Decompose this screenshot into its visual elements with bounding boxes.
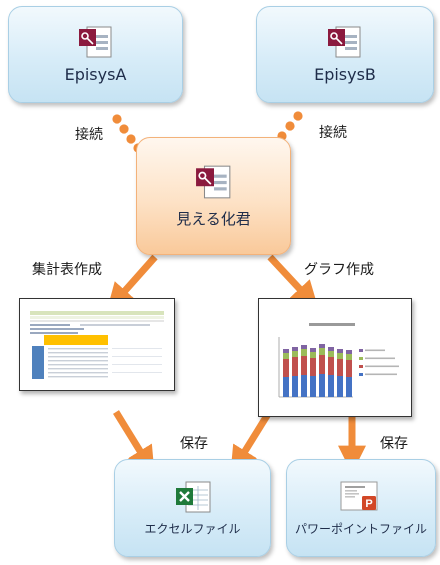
mierukakun-node: 見える化君 — [136, 137, 291, 255]
access-db-icon — [195, 165, 230, 198]
spreadsheet-thumbnail — [19, 298, 175, 391]
connect-b-label: 接続 — [319, 125, 347, 141]
save-a-label: 保存 — [180, 436, 208, 452]
excel-file-icon — [175, 481, 210, 512]
connect-a-label: 接続 — [75, 127, 103, 143]
access-db-icon — [78, 26, 111, 58]
mierukakun-label: 見える化君 — [176, 209, 251, 228]
stacked-bar-chart-preview-icon — [259, 299, 411, 416]
episys-a-node: EpisysA — [8, 6, 183, 103]
chart-thumbnail — [258, 298, 412, 417]
svg-text:P: P — [365, 498, 372, 510]
arrow-graph-to-excel — [230, 412, 271, 475]
episys-a-label: EpisysA — [64, 65, 127, 84]
arrow-to-graph — [267, 254, 319, 310]
aggregate-label: 集計表作成 — [32, 262, 102, 278]
powerpoint-file-icon: P — [340, 481, 378, 510]
episys-b-label: EpisysB — [314, 65, 376, 84]
powerpoint-file-node: P パワーポイントファイル — [286, 459, 436, 557]
arrow-table-to-excel — [113, 410, 155, 475]
powerpoint-file-label: パワーポイントファイル — [294, 521, 427, 536]
access-db-icon — [328, 26, 361, 58]
episys-b-node: EpisysB — [256, 6, 434, 103]
spreadsheet-preview-icon — [20, 299, 174, 390]
excel-file-node: エクセルファイル — [114, 459, 271, 557]
graph-label: グラフ作成 — [304, 262, 374, 278]
save-b-label: 保存 — [380, 436, 408, 452]
excel-file-label: エクセルファイル — [144, 521, 241, 536]
arrow-to-table — [106, 254, 158, 312]
